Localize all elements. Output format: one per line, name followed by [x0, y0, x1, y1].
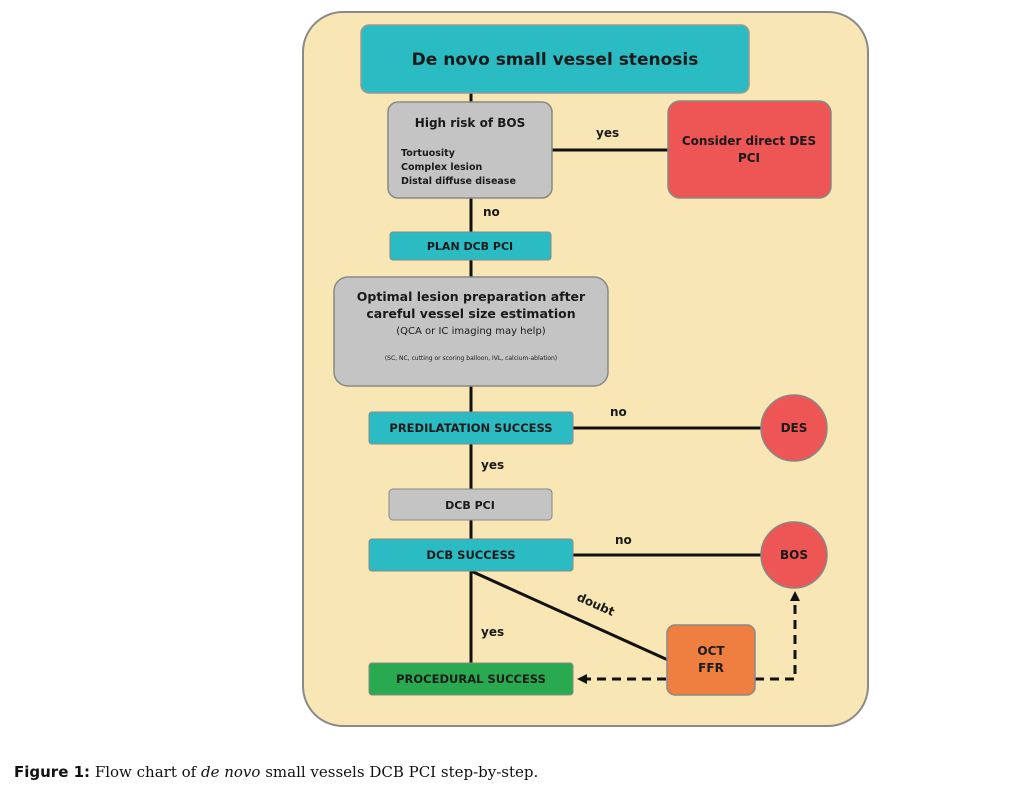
- node-dcb-success: DCB SUCCESS: [368, 538, 574, 572]
- node-procedural-success-label: PROCEDURAL SUCCESS: [396, 672, 546, 686]
- figure-caption: Figure 1: Flow chart of de novo small ve…: [14, 763, 538, 781]
- node-start: De novo small vessel stenosis: [360, 24, 750, 94]
- node-bos-risk-title: High risk of BOS: [415, 116, 525, 130]
- node-procedural-success: PROCEDURAL SUCCESS: [368, 662, 574, 696]
- node-prep-line2: careful vessel size estimation: [366, 306, 575, 321]
- node-direct-des-line1: Consider direct DES: [682, 134, 816, 148]
- edge-oct-to-bos: [755, 591, 800, 681]
- edge-label-no-bos: no: [615, 533, 632, 547]
- node-dcb-success-label: DCB SUCCESS: [426, 548, 515, 562]
- node-plan-dcb: PLAN DCB PCI: [389, 231, 552, 261]
- edge-label-yes-procedural: yes: [481, 625, 504, 639]
- node-direct-des-line2: PCI: [738, 151, 760, 165]
- caption-text-before: Flow chart of: [90, 763, 201, 781]
- node-lesion-prep: Optimal lesion preparation after careful…: [333, 276, 609, 387]
- edge-label-no-plan: no: [483, 205, 500, 219]
- connectors: [469, 92, 761, 663]
- node-start-label: De novo small vessel stenosis: [412, 50, 699, 70]
- node-bos-risk: High risk of BOS Tortuosity Complex lesi…: [387, 101, 553, 199]
- caption-text-after: small vessels DCB PCI step-by-step.: [260, 763, 539, 781]
- edge-label-no-des: no: [610, 405, 627, 419]
- node-des-label: DES: [781, 421, 808, 435]
- edge-label-yes-dcb-pci: yes: [481, 458, 504, 472]
- node-prep-line1: Optimal lesion preparation after: [357, 289, 586, 304]
- node-direct-des: Consider direct DES PCI: [667, 100, 832, 199]
- node-bos-risk-item: Distal diffuse disease: [401, 176, 516, 187]
- caption-italic: de novo: [200, 763, 261, 781]
- node-dcb-pci-label: DCB PCI: [445, 499, 495, 512]
- node-prep-line4: (SC, NC, cutting or scoring balloon, IVL…: [385, 355, 557, 362]
- node-bos: BOS: [760, 521, 828, 589]
- figure-label: Figure 1:: [14, 763, 91, 781]
- edge-dcbsuccess-to-oct: [470, 569, 669, 662]
- node-ffr-label: FFR: [698, 661, 724, 675]
- node-plan-dcb-label: PLAN DCB PCI: [427, 240, 513, 253]
- node-predilatation: PREDILATATION SUCCESS: [368, 411, 574, 445]
- node-bos-label: BOS: [780, 548, 808, 562]
- edge-label-yes-direct-des: yes: [596, 126, 619, 140]
- node-prep-line3: (QCA or IC imaging may help): [396, 326, 546, 337]
- node-des: DES: [760, 394, 828, 462]
- node-oct-ffr: OCT FFR: [666, 624, 756, 696]
- node-bos-risk-item: Tortuosity: [401, 148, 456, 159]
- node-bos-risk-item: Complex lesion: [401, 162, 482, 173]
- dashed-connectors: [577, 591, 800, 684]
- node-dcb-pci: DCB PCI: [388, 488, 553, 521]
- node-oct-label: OCT: [697, 644, 725, 658]
- node-predilatation-label: PREDILATATION SUCCESS: [389, 421, 552, 435]
